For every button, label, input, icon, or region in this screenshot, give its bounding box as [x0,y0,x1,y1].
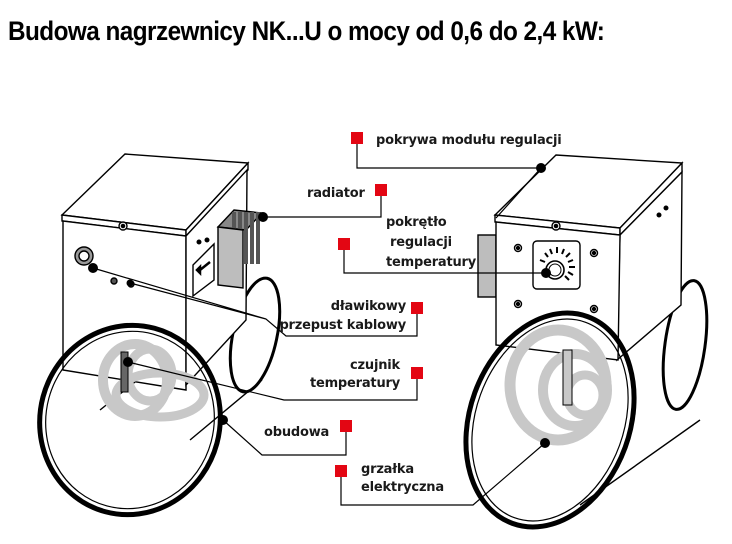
label-grzalka-2: elektryczna [361,480,444,495]
label-obudowa: obudowa [264,425,330,440]
leader-pokrywa [356,140,543,219]
label-pokretlo-3: temperatury [386,255,477,270]
label-czujnik-2: temperatury [309,376,400,391]
leader-grzalka [340,442,546,506]
leader-radiator [263,193,382,218]
marker-obudowa [340,420,352,432]
marker-pokrywa [351,132,363,144]
label-radiator: radiator [307,186,365,201]
leader-lines [92,140,546,506]
label-grzalka-1: grzałka [361,462,414,477]
label-pokretlo-2: regulacji [390,235,452,250]
label-dlawik-2: przepust kablowy [279,318,406,333]
marker-grzalka [335,465,347,477]
left-duct-front-ring [37,322,223,518]
right-heating-coil [504,324,612,446]
marker-czujnik [411,367,423,379]
label-dlawik-1: dławikowy [330,299,406,314]
leader-dlawik [92,267,418,337]
leader-pokretlo [343,244,546,274]
left-flow-arrow-plate [192,242,215,298]
leader-czujnik [127,361,418,401]
marker-pokretlo [338,238,350,250]
left-radiator [216,209,264,289]
page-title: Budowa nagrzewnicy NK...U o mocy od 0,6 … [8,16,605,46]
right-duct-back-ring [661,279,709,411]
callout-dots [88,163,551,448]
right-radiator [477,234,497,298]
left-heater [37,153,282,518]
temperature-dial-scale [539,247,575,281]
right-heater [463,154,709,530]
marker-radiator [375,184,387,196]
right-duct-front-ring [463,310,637,530]
left-temp-sensor [120,351,129,393]
label-pokrywa: pokrywa modułu regulacji [376,133,562,148]
marker-dlawik [411,302,423,314]
left-flow-arrow-icon [195,261,211,277]
label-czujnik-1: czujnik [350,358,400,373]
leader-obudowa [222,419,347,456]
label-pokretlo-1: pokrętło [386,215,447,230]
red-markers [335,132,423,477]
